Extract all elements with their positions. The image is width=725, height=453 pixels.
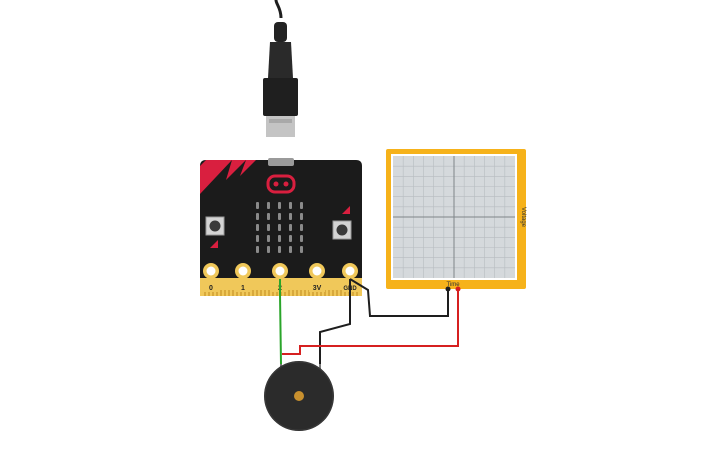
- pin-label: 0: [209, 285, 213, 292]
- led: [256, 213, 259, 220]
- micro-usb-socket: [268, 158, 294, 166]
- led: [267, 213, 270, 220]
- oscilloscope-grid: [393, 156, 515, 278]
- led: [289, 202, 292, 209]
- pin-0[interactable]: 0: [203, 263, 219, 292]
- usb-cable-cord: [274, 0, 283, 19]
- led: [256, 224, 259, 231]
- led: [256, 235, 259, 242]
- button-b-marker: [342, 206, 350, 214]
- oscilloscope[interactable]: Time Voltage: [386, 149, 526, 292]
- button-a-marker: [210, 240, 218, 248]
- oscilloscope-negative-terminal[interactable]: [445, 286, 451, 292]
- pin-label: 1: [241, 285, 245, 292]
- led: [278, 235, 281, 242]
- wire-pin2-signal[interactable]: [279, 279, 282, 365]
- led: [300, 213, 303, 220]
- led: [278, 246, 281, 253]
- usb-neck: [268, 42, 293, 78]
- button-b[interactable]: [332, 220, 352, 240]
- wire-gnd-oscilloscope[interactable]: [349, 278, 449, 317]
- led: [300, 235, 303, 242]
- led: [267, 246, 270, 253]
- led: [300, 202, 303, 209]
- led: [289, 235, 292, 242]
- led: [278, 213, 281, 220]
- usb-cable[interactable]: [263, 0, 298, 137]
- led: [267, 202, 270, 209]
- led: [289, 213, 292, 220]
- microbit-face-logo: [266, 174, 296, 194]
- led: [289, 246, 292, 253]
- led: [300, 224, 303, 231]
- led: [256, 202, 259, 209]
- pin-3v[interactable]: 3V: [309, 263, 325, 292]
- oscilloscope-y-label: Voltage: [520, 207, 526, 228]
- piezo-buzzer[interactable]: [264, 361, 334, 431]
- led: [256, 246, 259, 253]
- microbit-accent-left: [200, 160, 232, 194]
- led-matrix: [256, 202, 303, 253]
- led: [289, 224, 292, 231]
- button-a[interactable]: [205, 216, 225, 236]
- pin-label: 3V: [313, 285, 322, 292]
- led: [278, 224, 281, 231]
- led: [267, 235, 270, 242]
- usb-strain-relief: [274, 22, 287, 42]
- led: [267, 224, 270, 231]
- led: [278, 202, 281, 209]
- usb-plug-body: [263, 78, 298, 116]
- wire-gnd-buzzer[interactable]: [319, 279, 351, 364]
- oscilloscope-x-label: Time: [446, 282, 460, 288]
- oscilloscope-positive-terminal[interactable]: [455, 286, 461, 292]
- buzzer-center: [294, 391, 304, 401]
- pin-1[interactable]: 1: [235, 263, 251, 292]
- led: [300, 246, 303, 253]
- wires: [279, 278, 459, 365]
- wire-positive[interactable]: [282, 291, 459, 355]
